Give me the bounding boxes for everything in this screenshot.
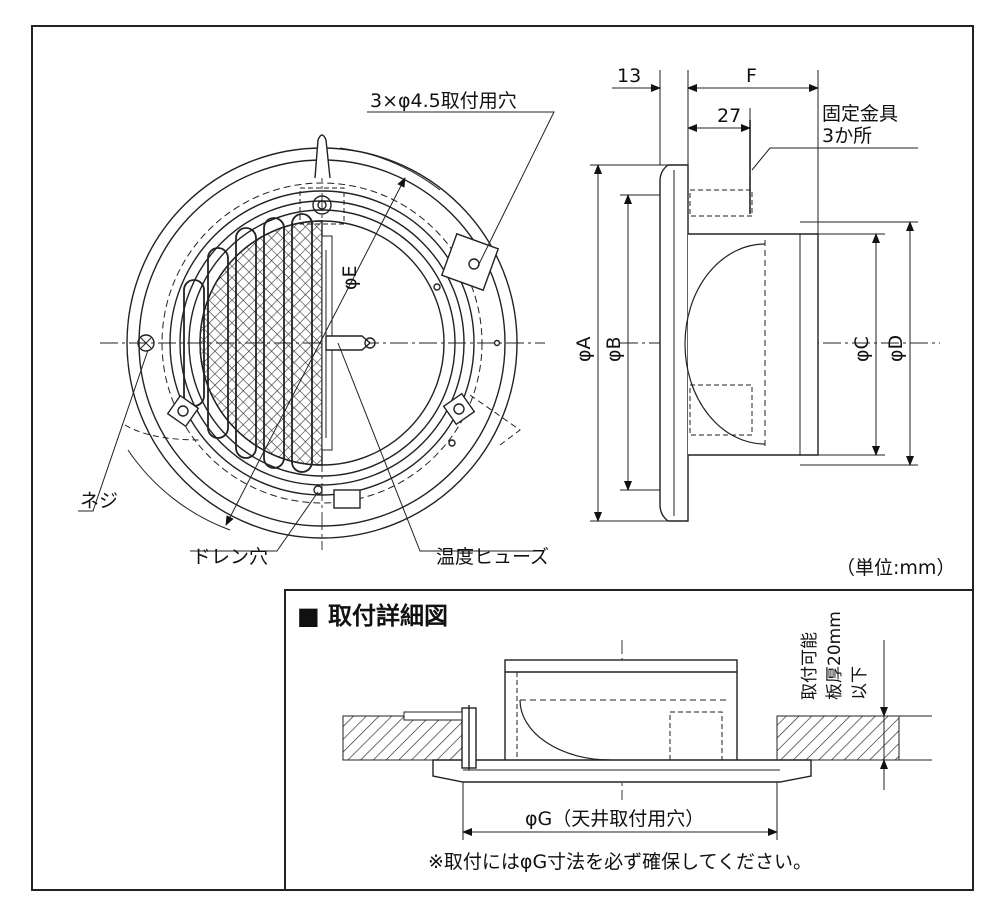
label-drain-hole: ドレン穴	[192, 546, 268, 568]
label-phiD: φD	[885, 335, 907, 362]
small-hole-upper-right	[433, 283, 441, 291]
phiE-dimension-line	[225, 177, 406, 526]
label-bracket-line2: 3か所	[822, 125, 872, 147]
label-phiB: φB	[603, 336, 625, 362]
small-hole-lower-right	[448, 439, 456, 447]
drain-block	[333, 489, 361, 509]
louver-mesh	[199, 220, 323, 466]
ceiling-right	[776, 715, 900, 761]
screw-head-left	[137, 334, 155, 352]
detail-thickness-line3: 以下	[850, 666, 870, 700]
bracket-lower-right	[442, 392, 476, 426]
detail-box: ■ 取付詳細図	[284, 589, 974, 891]
ceiling-left	[342, 715, 464, 761]
side-body	[688, 233, 819, 456]
label-dim-27: 27	[717, 105, 741, 127]
leader-lines-front	[78, 111, 555, 552]
bracket-screw-left	[177, 405, 189, 417]
label-thermal-fuse: 温度ヒューズ	[436, 546, 549, 568]
side-view	[620, 120, 940, 522]
detail-title: ■ 取付詳細図	[297, 602, 448, 630]
detail-phiG: φG（天井取付用穴）	[525, 808, 704, 830]
bracket-screw-right	[453, 403, 465, 415]
detail-note: ※取付にはφG寸法を必ず確保してください。	[428, 851, 812, 873]
top-tab	[314, 134, 331, 179]
label-screw: ネジ	[80, 490, 118, 512]
bracket-lower-left	[166, 394, 200, 428]
front-view	[100, 134, 545, 550]
label-mounting-holes: 3×φ4.5取付用穴	[370, 90, 517, 112]
label-bracket-line1: 固定金具	[822, 103, 898, 125]
label-phiC: φC	[851, 336, 873, 362]
label-unit: （単位:mm）	[836, 557, 955, 579]
detail-thickness-line2: 板厚20mm	[825, 611, 845, 700]
angle-arc	[339, 147, 441, 191]
side-damper-arc	[684, 243, 766, 445]
label-dim-13: 13	[617, 65, 641, 87]
side-dimensions	[590, 70, 918, 522]
side-bracket-hidden	[689, 189, 753, 217]
bracket-arm-right	[469, 394, 521, 446]
detail-fixture	[403, 640, 812, 800]
label-dim-F: F	[746, 65, 757, 87]
angle-arc-lower	[127, 449, 231, 531]
label-phiA: φA	[573, 336, 595, 362]
detail-dimensions	[462, 640, 932, 840]
detail-thickness-line1: 取付可能	[800, 632, 820, 700]
detail-frame	[284, 589, 974, 891]
small-hole-right	[493, 339, 501, 347]
label-phiE: φE	[339, 265, 361, 290]
thermal-fuse-part	[325, 335, 372, 351]
bracket-arm-left	[124, 424, 201, 441]
